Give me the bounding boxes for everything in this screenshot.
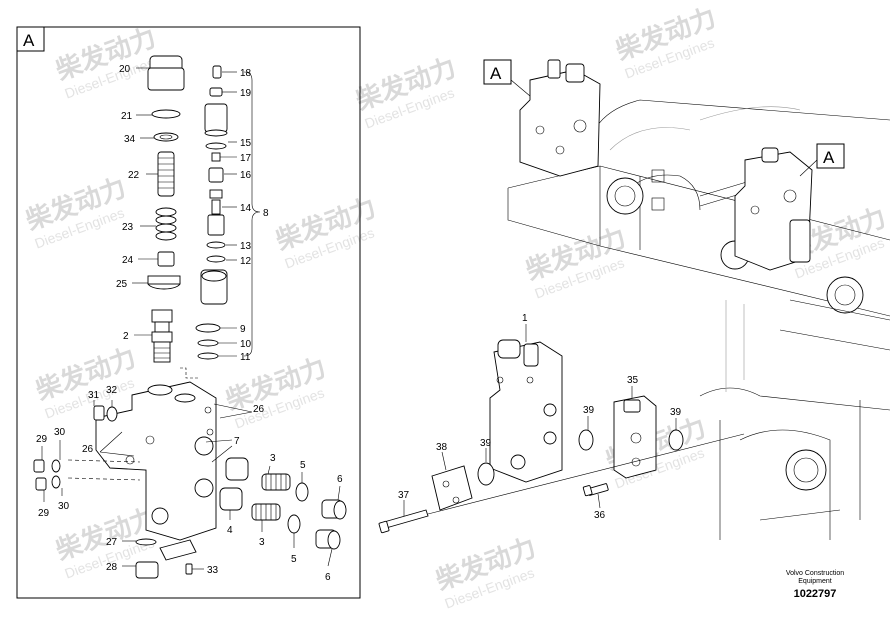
watermark: 柴发动力 Diesel-Engines: [271, 192, 380, 272]
view-marker-box-right: [816, 143, 845, 169]
detail-frame: [16, 26, 361, 599]
view-marker-right: A: [823, 148, 835, 167]
detail-marker: A: [23, 31, 35, 50]
callout-number: 19: [240, 88, 252, 99]
callout-number: 18: [240, 68, 252, 79]
callout-number: 25: [116, 279, 128, 290]
callout-number: 33: [207, 565, 219, 576]
callout-number: 39: [670, 407, 682, 418]
callout-number: 34: [124, 134, 136, 145]
watermark: 柴发动力 Diesel-Engines: [31, 342, 140, 422]
callout-number: 23: [122, 222, 134, 233]
callout-number: 3: [270, 453, 276, 464]
callout-number: 20: [119, 64, 131, 75]
bottom-fittings: [135, 538, 197, 579]
callout-number: 17: [240, 153, 252, 164]
exploded-stack-left: [147, 55, 185, 363]
watermark: 柴发动力 Diesel-Engines: [351, 52, 460, 132]
watermark: 柴发动力 Diesel-Engines: [431, 532, 540, 612]
valve-body: [95, 367, 217, 541]
exploded-stack-middle: [195, 65, 228, 360]
callout-number: 7: [234, 436, 240, 447]
watermark: 柴发动力 Diesel-Engines: [611, 2, 720, 82]
callout-number: 39: [583, 405, 595, 416]
valve-stack-exploded: [378, 339, 745, 534]
port-fittings: [219, 457, 347, 550]
credit-line-1: Volvo Construction: [785, 570, 845, 577]
callout-number: 39: [480, 438, 492, 449]
callout-number: 30: [58, 501, 70, 512]
callout-number: 5: [291, 554, 297, 565]
leader-lines-stack: [403, 324, 677, 516]
group-bracket: [243, 71, 261, 357]
callout-number: 2: [123, 331, 129, 342]
callout-number: 24: [122, 255, 134, 266]
watermark: 柴发动力 Diesel-Engines: [51, 22, 160, 102]
callout-number: 37: [398, 490, 410, 501]
callout-number: 11: [240, 352, 251, 363]
callout-number: 28: [106, 562, 118, 573]
callout-number: 32: [106, 385, 118, 396]
callout-number: 38: [436, 442, 448, 453]
view-marker-left: A: [490, 64, 502, 83]
callout-number: 30: [54, 427, 66, 438]
callout-labels-stack: 1 35 38 39 39 39 37 36: [398, 313, 682, 521]
side-fittings: [33, 405, 118, 491]
callout-number: 22: [128, 170, 140, 181]
machine-frame: [507, 59, 890, 351]
drawing-number: 1022797: [793, 588, 837, 600]
callout-number: 21: [121, 111, 133, 122]
callout-number: 26: [82, 444, 94, 455]
callout-number: 8: [263, 208, 269, 219]
publisher-credit: Volvo Construction Equipment: [770, 570, 860, 586]
machine-frame-lower: [699, 300, 890, 540]
callout-number: 31: [88, 390, 100, 401]
callout-number: 9: [240, 324, 246, 335]
callout-number: 27: [106, 537, 118, 548]
callout-number: 12: [240, 256, 252, 267]
credit-line-2: Equipment: [798, 578, 832, 585]
callout-number: 36: [594, 510, 606, 521]
callout-number: 29: [38, 508, 50, 519]
callout-number: 15: [240, 138, 252, 149]
watermark: 柴发动力 Diesel-Engines: [521, 222, 630, 302]
callout-number: 14: [240, 203, 252, 214]
callout-labels-detail: 20 21 34 22 23 24 25 2 18 19 15 17 16 14…: [36, 64, 343, 583]
callout-number: 5: [300, 460, 306, 471]
callout-number: 4: [227, 525, 233, 536]
view-marker-box-left: [483, 59, 512, 85]
callout-number: 26: [253, 404, 265, 415]
callout-number: 6: [337, 474, 343, 485]
callout-number: 6: [325, 572, 331, 583]
callout-number: 29: [36, 434, 48, 445]
callout-number: 1: [522, 313, 528, 324]
detail-marker-box: [16, 26, 45, 52]
callout-number: 3: [259, 537, 265, 548]
watermark: 柴发动力 Diesel-Engines: [21, 172, 130, 252]
leader-lines-detail: [41, 67, 341, 570]
callout-number: 10: [240, 339, 252, 350]
callout-number: 13: [240, 241, 252, 252]
callout-number: 16: [240, 170, 252, 181]
watermark: 柴发动力 Diesel-Engines: [221, 352, 330, 432]
callout-number: 35: [627, 375, 639, 386]
